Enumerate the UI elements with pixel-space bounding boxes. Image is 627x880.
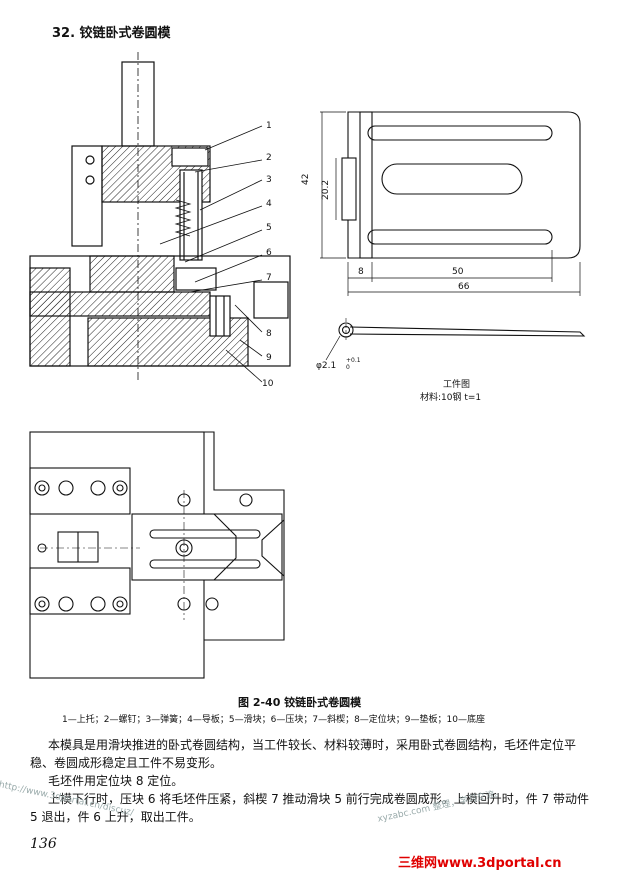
page-number: 136 [30, 836, 57, 852]
part-label: 1 [266, 121, 272, 131]
dim-height-sub: 20.2 [321, 180, 331, 200]
site-banner[interactable]: 三维网www.3dportal.cn [398, 856, 562, 871]
dim-height: 42 [301, 174, 311, 185]
part-label: 9 [266, 353, 272, 363]
part-label: 7 [266, 273, 272, 283]
dim-offset: 8 [358, 267, 364, 277]
section-view [29, 52, 291, 383]
plan-view [29, 431, 285, 679]
dim-width-inner: 50 [452, 267, 464, 277]
dimension-labels: 42 20.2 8 50 66 φ2.1 +0.1 0 [301, 174, 470, 371]
part-label: 10 [262, 379, 274, 389]
dim-diameter: φ2.1 [316, 361, 336, 371]
guide-plate-left [71, 145, 103, 247]
dim-dia-tol-lower: 0 [346, 364, 350, 371]
dim-dia-tol-upper: +0.1 [346, 357, 361, 364]
part-label: 8 [266, 329, 272, 339]
section-title: 32. 铰链卧式卷圆模 [52, 26, 171, 41]
part-label: 4 [266, 199, 272, 209]
figure-legend: 1—上托；2—螺钉；3—弹簧；4—导板；5—滑块；6—压块；7—斜楔；8—定位块… [62, 715, 485, 725]
part-label: 6 [266, 248, 272, 258]
workpiece-material: 材料:10钢 t=1 [420, 393, 482, 403]
workpiece-drawing [320, 111, 586, 361]
dim-width-total: 66 [458, 282, 470, 292]
part-number-labels: 1 2 3 4 5 6 7 8 9 10 [262, 121, 274, 389]
workpiece-title: 工件图 [443, 380, 471, 390]
body-paragraph: 本模具是用滑块推进的卧式卷圆结构，当工件较长、材料较薄时，采用卧式卷圆结构，毛坯… [30, 738, 577, 770]
part-label: 3 [266, 175, 272, 185]
part-label: 5 [266, 223, 272, 233]
part-label: 2 [266, 153, 272, 163]
figure-caption: 图 2-40 铰链卧式卷圆模 [238, 696, 362, 709]
body-paragraph: 上模下行时，压块 6 将毛坯件压紧，斜楔 7 推动滑块 5 前行完成卷圆成形。上… [30, 792, 590, 824]
body-paragraph: 毛坯件用定位块 8 定位。 [48, 774, 184, 788]
